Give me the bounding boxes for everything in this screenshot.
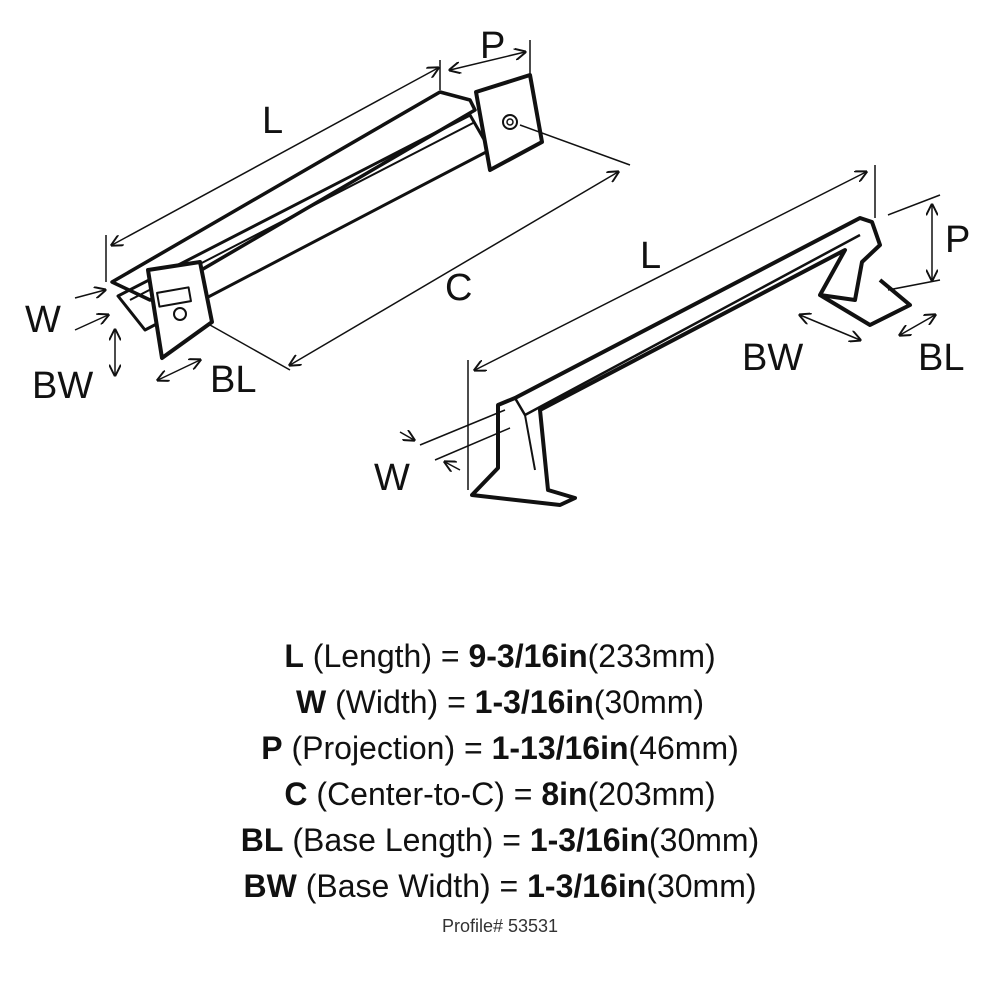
handle-diagram: L P C W BW BL L P BW BL W [25,25,970,507]
label-W-side: W [374,457,410,499]
spec-name: (Projection) = [291,730,483,766]
spec-key: L [284,638,304,674]
spec-row-length: L (Length) = 9-3/16in(233mm) [0,633,1000,679]
spec-row-base-width: BW (Base Width) = 1-3/16in(30mm) [0,863,1000,909]
spec-row-base-length: BL (Base Length) = 1-3/16in(30mm) [0,817,1000,863]
label-P-top: P [480,25,505,67]
label-W-top: W [25,299,61,341]
spec-name: (Base Length) = [292,822,521,858]
spec-imperial: 8in [541,776,588,812]
spec-name: (Length) = [312,638,460,674]
spec-metric: (30mm) [593,684,705,720]
spec-metric: (46mm) [628,730,739,766]
label-BW-side: BW [742,337,803,379]
profile-number: Profile# 53531 [441,916,559,936]
spec-key: W [295,684,327,720]
spec-imperial: 1-3/16in [474,684,594,720]
spec-imperial: 1-13/16in [491,730,629,766]
label-L-side: L [640,235,661,277]
spec-key: C [284,776,308,812]
spec-metric: (30mm) [646,868,757,904]
label-L-top: L [262,100,283,142]
label-BL-side: BL [918,337,964,379]
spec-imperial: 1-3/16in [527,868,647,904]
spec-imperial: 9-3/16in [468,638,588,674]
spec-key: BW [243,868,297,904]
spec-key: BL [240,822,284,858]
spec-metric: (233mm) [587,638,716,674]
spec-imperial: 1-3/16in [529,822,649,858]
spec-row-width: W (Width) = 1-3/16in(30mm) [0,679,1000,725]
spec-name: (Width) = [335,684,466,720]
label-C-top: C [445,267,472,309]
spec-row-center: C (Center-to-C) = 8in(203mm) [0,771,1000,817]
label-BL-top: BL [210,359,256,401]
label-BW-top: BW [32,365,93,407]
specifications: L (Length) = 9-3/16in(233mm) W (Width) =… [0,633,1000,939]
spec-metric: (30mm) [648,822,760,858]
spec-metric: (203mm) [587,776,716,812]
dimension-lines [74,40,941,490]
spec-name: (Center-to-C) = [316,776,533,812]
spec-name: (Base Width) = [305,868,519,904]
label-P-side: P [945,219,970,261]
spec-key: P [261,730,283,766]
handle-top-view [110,73,544,360]
spec-row-projection: P (Projection) = 1-13/16in(46mm) [0,725,1000,771]
